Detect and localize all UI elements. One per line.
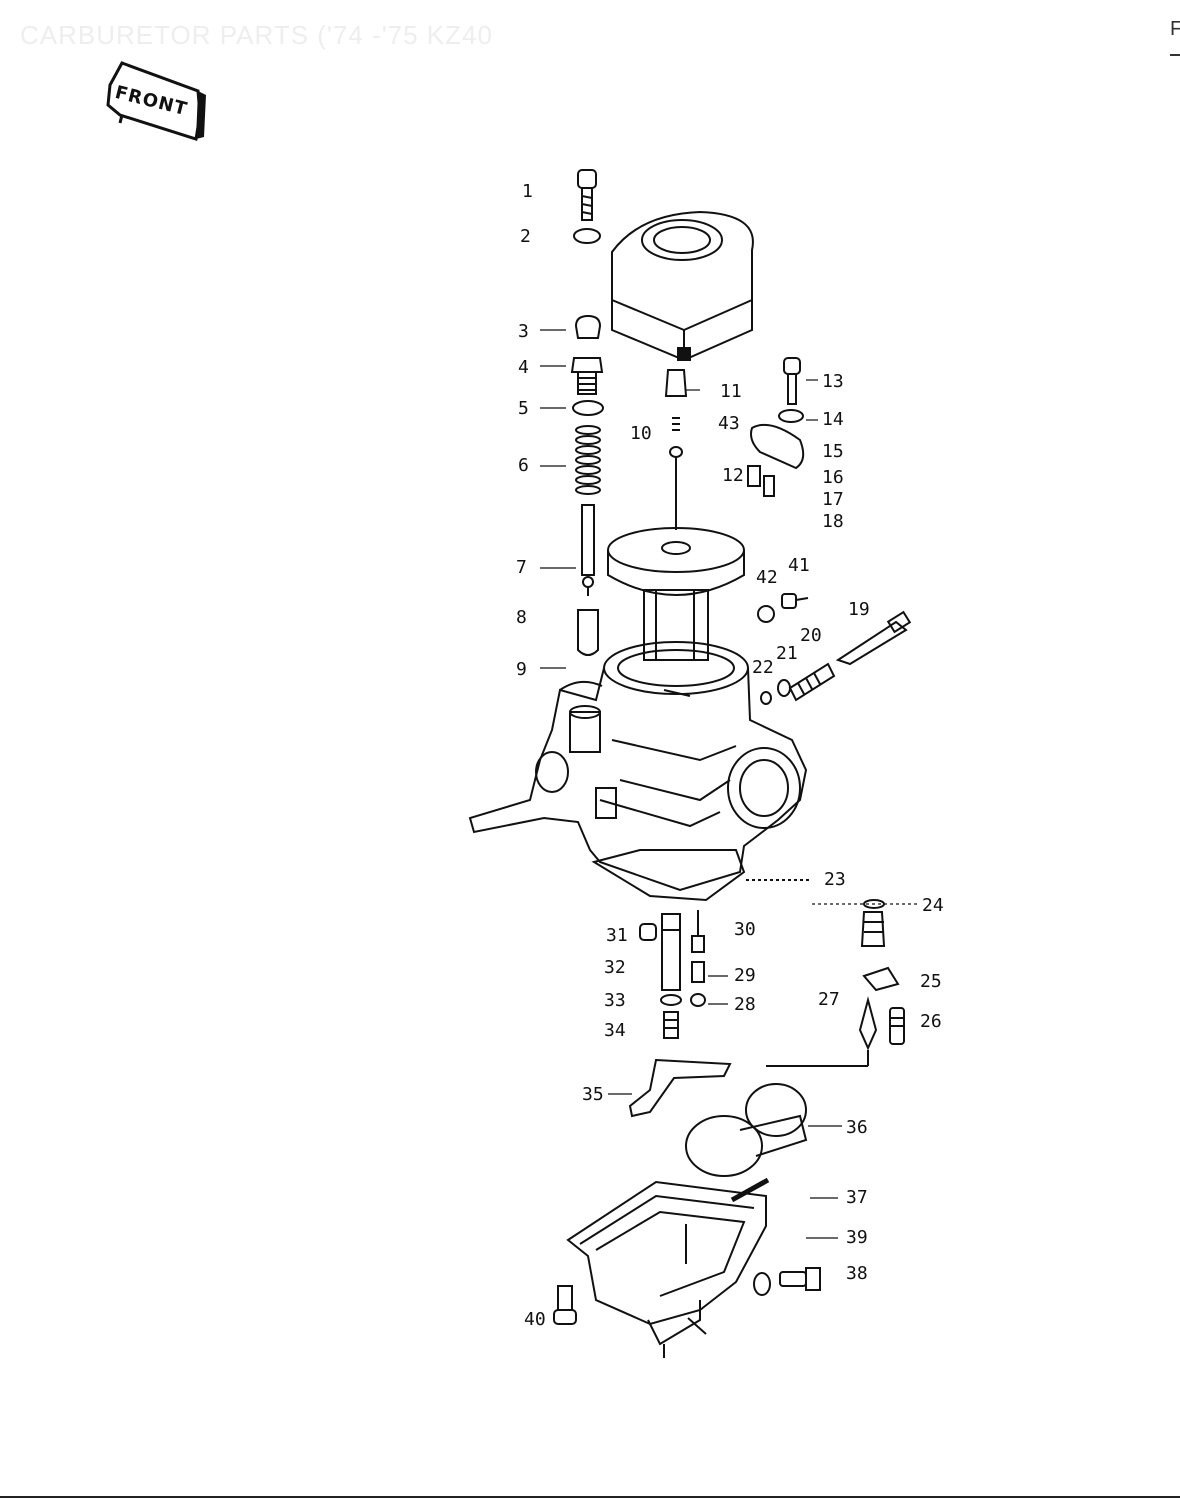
bottom-rule — [0, 1496, 1180, 1498]
part-26-screw — [889, 1007, 905, 1045]
part-28-washer — [690, 993, 706, 1007]
part-39-oring — [753, 1272, 771, 1296]
part-34-jet — [663, 1011, 679, 1039]
callout-4: 4 — [518, 357, 529, 378]
callout-13: 13 — [822, 371, 844, 392]
corner-dash — [1170, 54, 1180, 56]
callout-33: 33 — [604, 990, 626, 1011]
callout-41: 41 — [788, 555, 810, 576]
callout-20: 20 — [800, 625, 822, 646]
part-11-retainer — [664, 369, 688, 397]
part-1-screw — [577, 169, 597, 221]
callout-2: 2 — [520, 226, 531, 247]
callout-25: 25 — [920, 971, 942, 992]
part-13-screw — [783, 357, 801, 405]
callout-17: 17 — [822, 489, 844, 510]
part-36-float — [685, 1083, 808, 1177]
part-7-plunger — [581, 504, 595, 596]
callout-3: 3 — [518, 321, 529, 342]
part-43-clip — [672, 417, 680, 431]
callout-38: 38 — [846, 1263, 868, 1284]
callout-37: 37 — [846, 1187, 868, 1208]
callout-16: 16 — [822, 467, 844, 488]
part-20-spring — [788, 662, 836, 702]
callout-8: 8 — [516, 607, 527, 628]
part-21-washer — [777, 679, 791, 697]
part-6-spring — [575, 425, 601, 495]
callout-6: 6 — [518, 455, 529, 476]
callout-32: 32 — [604, 957, 626, 978]
callout-39: 39 — [846, 1227, 868, 1248]
callout-43: 43 — [718, 413, 740, 434]
float-bowl — [566, 1180, 767, 1358]
part-29-jet — [691, 961, 705, 983]
callout-10: 10 — [630, 423, 652, 444]
callout-9: 9 — [516, 659, 527, 680]
callout-26: 26 — [920, 1011, 942, 1032]
callout-34: 34 — [604, 1020, 626, 1041]
callout-22: 22 — [752, 657, 774, 678]
callout-23: 23 — [824, 869, 846, 890]
part-8-tip — [577, 609, 599, 656]
part-25-seat — [860, 911, 900, 992]
part-42-washer — [757, 605, 775, 623]
part-2-washer — [573, 228, 601, 244]
part-31-screw — [639, 923, 657, 941]
corner-letter: F — [1170, 18, 1180, 40]
leader-lines — [540, 329, 920, 1239]
part-4-fitting — [570, 357, 604, 395]
part-32-tube — [661, 913, 681, 991]
part-33-ring — [660, 994, 682, 1006]
callout-21: 21 — [776, 643, 798, 664]
throttle-slide — [607, 527, 745, 661]
part-35-bracket — [628, 1058, 732, 1118]
part-15-lever — [750, 424, 805, 470]
part-22-ring — [760, 691, 772, 705]
part-10-needle — [669, 446, 683, 530]
part-27-needle — [858, 996, 878, 1051]
part-19-pilot-screw — [835, 610, 912, 666]
callout-19: 19 — [848, 599, 870, 620]
part-38-screw — [779, 1267, 821, 1291]
carburetor-body — [468, 641, 808, 892]
callout-35: 35 — [582, 1084, 604, 1105]
callout-18: 18 — [822, 511, 844, 532]
part-41-screw — [781, 593, 809, 609]
callout-1: 1 — [522, 181, 533, 202]
front-arrow-icon — [106, 61, 206, 141]
callout-28: 28 — [734, 994, 756, 1015]
part-14-washer — [778, 409, 804, 423]
callout-36: 36 — [846, 1117, 868, 1138]
part-40-screw — [553, 1285, 577, 1325]
callout-5: 5 — [518, 398, 529, 419]
part-37-pin — [730, 1177, 770, 1203]
callout-14: 14 — [822, 409, 844, 430]
callout-42: 42 — [756, 567, 778, 588]
part-30-jet — [691, 910, 705, 953]
part-23-gasket — [591, 849, 746, 902]
top-cap — [611, 210, 754, 362]
callout-30: 30 — [734, 919, 756, 940]
callout-15: 15 — [822, 441, 844, 462]
callout-7: 7 — [516, 557, 527, 578]
part-12-16-17-18-hardware — [747, 465, 775, 497]
callout-40: 40 — [524, 1309, 546, 1330]
callout-29: 29 — [734, 965, 756, 986]
callout-12: 12 — [722, 465, 744, 486]
part-5-ring — [572, 400, 604, 416]
callout-24: 24 — [922, 895, 944, 916]
part-3-cap — [574, 314, 602, 339]
callout-11: 11 — [720, 381, 742, 402]
callout-27: 27 — [818, 989, 840, 1010]
page-title: CARBURETOR PARTS ('74 -'75 KZ40 — [20, 20, 493, 50]
callout-31: 31 — [606, 925, 628, 946]
